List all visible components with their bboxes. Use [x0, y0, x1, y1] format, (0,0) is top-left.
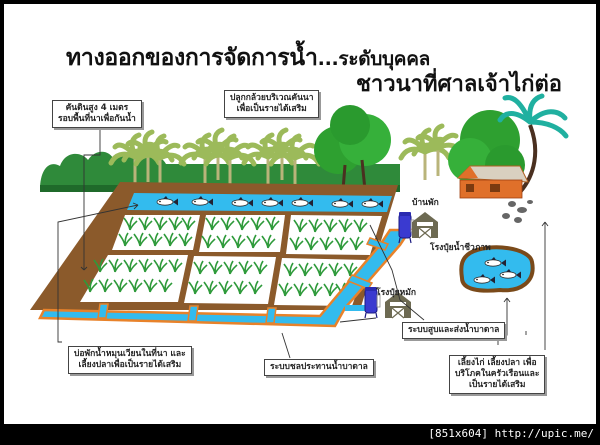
callout-livestock: เลี้ยงไก่ เลี้ยงปลา เพื่อ บริโภคในครัวเร… [449, 355, 546, 394]
callout-text: ระบบสูบและส่งน้ำบาดาล [408, 325, 500, 335]
title-main: ทางออกของการจัดการน้ำ [66, 45, 318, 71]
callout-irrigation: ระบบชลประทานน้ำบาดาล [264, 359, 374, 376]
title-level: ...ระดับบุคคล [317, 48, 431, 70]
palm-tree-icon [497, 93, 569, 194]
callout-text: ระบบชลประทานน้ำบาดาล [270, 362, 368, 372]
watermark: [851x604] http://upic.me/ [428, 427, 594, 440]
tree-icon [314, 105, 525, 191]
callout-text: เลี้ยงปลาเพื่อเป็นรายได้เสริม [78, 360, 182, 370]
fish-pond [459, 245, 535, 293]
fish-canal [127, 193, 392, 212]
callout-banana: ปลูกกล้วยบริเวณคันนา เพื่อเป็นรายได้เสริ… [224, 90, 320, 118]
callout-text: รอบพื้นที่นาเพื่อกันน้ำ [58, 114, 136, 124]
label-compost: โรงปุ๋ยหมัก [376, 288, 417, 298]
label-house: บ้านพัก [412, 198, 439, 208]
callout-text: บ่อพักน้ำหมุนเวียนในที่นา และ [74, 349, 186, 359]
page-title: ทางออกของการจัดการน้ำ...ระดับบุคคล [66, 40, 430, 76]
callout-text: เพื่อเป็นรายได้เสริม [236, 104, 307, 114]
callout-text: บริโภคในครัวเรือนและ [455, 369, 540, 379]
chicken-icon [502, 200, 533, 223]
diagram-canvas: ทางออกของการจัดการน้ำ...ระดับบุคคล ชาวนา… [4, 4, 596, 424]
callout-text: เป็นรายได้เสริม [468, 380, 526, 390]
callout-lines [57, 127, 549, 359]
callout-pump: ระบบสูบและส่งน้ำบาดาล [402, 322, 506, 339]
callout-dike: คันดินสูง 4 เมตร รอบพื้นที่นาเพื่อกันน้ำ [52, 100, 142, 128]
callout-text: ปลูกกล้วยบริเวณคันนา [230, 93, 314, 103]
page-subtitle: ชาวนาที่ศาลเจ้าไก่ต่อ [356, 72, 562, 97]
callout-text: คันดินสูง 4 เมตร [65, 103, 129, 113]
farm-illustration [30, 93, 569, 359]
callout-pond-fields: บ่อพักน้ำหมุนเวียนในที่นา และ เลี้ยงปลาเ… [68, 346, 192, 374]
house-icon [456, 165, 529, 199]
label-biogas: โรงปุ๋ยน้ำชีวภาพ [430, 243, 491, 253]
callout-text: เลี้ยงไก่ เลี้ยงปลา เพื่อ [457, 358, 537, 368]
